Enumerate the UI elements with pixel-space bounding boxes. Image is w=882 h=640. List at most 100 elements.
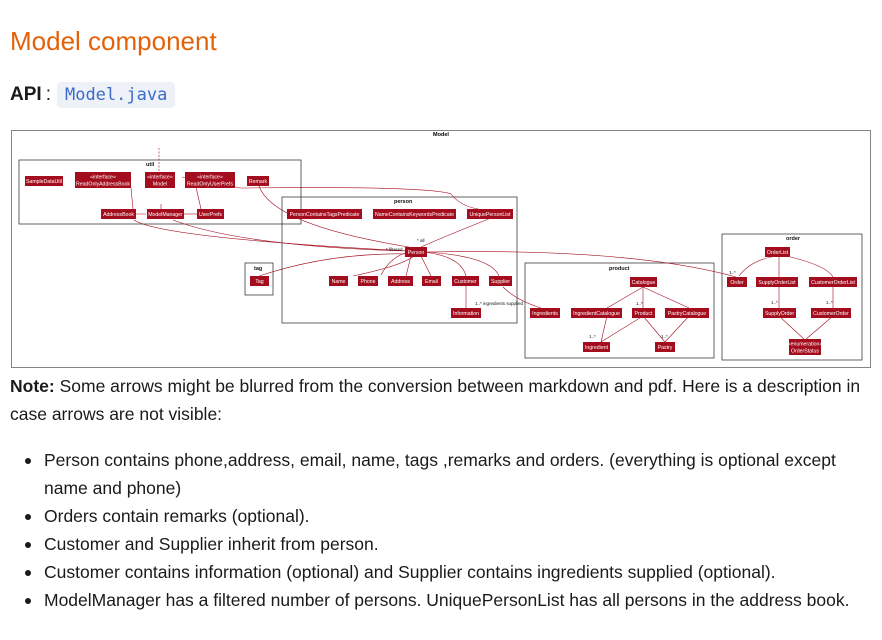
label-many-order: 1..* (729, 270, 736, 275)
api-line: API : Model.java (10, 82, 176, 108)
model-class-diagram: Model util person tag product order (11, 130, 871, 368)
svg-text:Ingredient: Ingredient (585, 345, 609, 351)
svg-text:SampleDataUtil: SampleDataUtil (26, 179, 62, 185)
class-product: Product (632, 308, 655, 318)
class-information: Information (451, 308, 481, 318)
class-ingredient: Ingredient (583, 342, 610, 352)
note-label: Note: (10, 376, 55, 396)
svg-text:SupplyOrder: SupplyOrder (765, 311, 794, 317)
model-java-link[interactable]: Model.java (56, 82, 176, 108)
note-paragraph: Note: Some arrows might be blurred from … (10, 372, 870, 428)
class-supply-order-list: SupplyOrderList (756, 277, 798, 287)
class-remark: Remark (247, 176, 269, 186)
package-product: product (524, 262, 715, 359)
label-filtered: * filtered (386, 247, 403, 252)
note-text: Some arrows might be blurred from the co… (10, 376, 861, 424)
class-model-manager: ModelManager (147, 209, 184, 219)
svg-text:order: order (786, 236, 801, 242)
diagram-title: Model (433, 132, 449, 138)
class-order: Order (727, 277, 747, 287)
svg-text:SupplyOrderList: SupplyOrderList (758, 280, 796, 286)
svg-text:Order: Order (730, 280, 744, 286)
list-item: Person contains phone,address, email, na… (10, 446, 872, 502)
list-item: Customer and Supplier inherit from perso… (10, 530, 872, 558)
class-ingredient-catalogue: IngredientCatalogue (571, 308, 622, 318)
svg-text:tag: tag (254, 266, 262, 272)
page-title: Model component (10, 26, 217, 56)
svg-text:CustomerOrderList: CustomerOrderList (811, 280, 855, 286)
svg-text:Name: Name (332, 279, 346, 285)
svg-text:Tag: Tag (255, 279, 263, 285)
list-item: Customer contains information (optional)… (10, 558, 872, 586)
svg-text:Pastry: Pastry (658, 345, 673, 351)
svg-text:person: person (394, 199, 413, 205)
svg-text:Address: Address (391, 279, 410, 285)
label-ingredients-supplied: 1..* ingredients supplied (475, 301, 524, 306)
diagram-svg: Model util person tag product order (11, 130, 871, 368)
class-pastry: Pastry (655, 342, 675, 352)
class-user-prefs: UserPrefs (197, 209, 224, 219)
package-order: order (721, 233, 863, 361)
svg-text:Model: Model (153, 182, 167, 188)
svg-text:Information: Information (453, 311, 479, 317)
class-catalogue: Catalogue (630, 277, 657, 287)
svg-text:IngredientCatalogue: IngredientCatalogue (573, 311, 620, 317)
list-item: Orders contain remarks (optional). (10, 502, 872, 530)
class-person-contains-tags-predicate: PersonContainsTagsPredicate (287, 209, 362, 219)
description-list: Person contains phone,address, email, na… (10, 446, 872, 614)
list-item: ModelManager has a filtered number of pe… (10, 586, 872, 614)
svg-text:Product: Product (635, 311, 653, 317)
class-customer: Customer (452, 276, 479, 286)
class-name: Name (329, 276, 348, 286)
svg-text:CustomerOrder: CustomerOrder (813, 311, 849, 317)
svg-text:util: util (146, 162, 155, 168)
class-unique-person-list: UniquePersonList (467, 209, 513, 219)
class-phone: Phone (358, 276, 378, 286)
svg-text:«interface»: «interface» (197, 175, 223, 181)
class-pastry-catalogue: PastryCatalogue (665, 308, 709, 318)
label-many-ingredient: 1..* (589, 334, 596, 339)
svg-text:ReadOnlyAddressBook: ReadOnlyAddressBook (76, 182, 130, 188)
class-address-book: AddressBook (101, 209, 136, 219)
class-customer-order: CustomerOrder (811, 308, 851, 318)
svg-text:OrderStatus: OrderStatus (791, 349, 819, 355)
api-label: API (10, 84, 42, 105)
svg-text:Person: Person (408, 250, 425, 256)
svg-text:Catalogue: Catalogue (632, 280, 656, 286)
svg-text:Phone: Phone (360, 279, 375, 285)
class-order-list: OrderList (765, 247, 790, 257)
label-many-pastry: 1..* (661, 334, 668, 339)
class-sample-data-util: SampleDataUtil (25, 176, 63, 186)
class-model: «interface» Model (145, 172, 175, 188)
label-many-supply: 1..* (771, 300, 778, 305)
svg-text:product: product (609, 266, 630, 272)
svg-text:«enumeration»: «enumeration» (788, 342, 823, 348)
svg-text:Supplier: Supplier (491, 279, 510, 285)
svg-text:AddressBook: AddressBook (103, 212, 134, 218)
svg-text:«interface»: «interface» (90, 175, 116, 181)
class-supply-order: SupplyOrder (763, 308, 796, 318)
label-all: * all (417, 238, 425, 243)
class-name-contains-keywords-predicate: NameContainsKeywordsPredicate (373, 209, 456, 219)
class-email: Email (422, 276, 441, 286)
svg-text:«interface»: «interface» (147, 175, 173, 181)
svg-text:ReadOnlyUserPrefs: ReadOnlyUserPrefs (187, 182, 234, 188)
package-person: person (281, 196, 518, 324)
package-tag: tag (244, 262, 274, 296)
class-supplier: Supplier (489, 276, 512, 286)
class-person: Person (405, 247, 427, 257)
label-many-product: 1..* (636, 301, 643, 306)
class-read-only-address-book: «interface» ReadOnlyAddressBook (75, 172, 131, 188)
package-util: util (18, 159, 302, 225)
class-order-status: «enumeration» OrderStatus (788, 339, 823, 355)
svg-text:Ingredients: Ingredients (532, 311, 558, 317)
svg-text:Remark: Remark (249, 179, 268, 185)
svg-text:Customer: Customer (454, 279, 477, 285)
class-customer-order-list: CustomerOrderList (809, 277, 857, 287)
svg-text:ModelManager: ModelManager (148, 212, 183, 218)
class-read-only-user-prefs: «interface» ReadOnlyUserPrefs (185, 172, 235, 188)
label-many-customer: 1..* (826, 300, 833, 305)
svg-text:OrderList: OrderList (767, 250, 789, 256)
svg-text:PersonContainsTagsPredicate: PersonContainsTagsPredicate (290, 212, 360, 218)
api-colon: : (45, 84, 51, 105)
